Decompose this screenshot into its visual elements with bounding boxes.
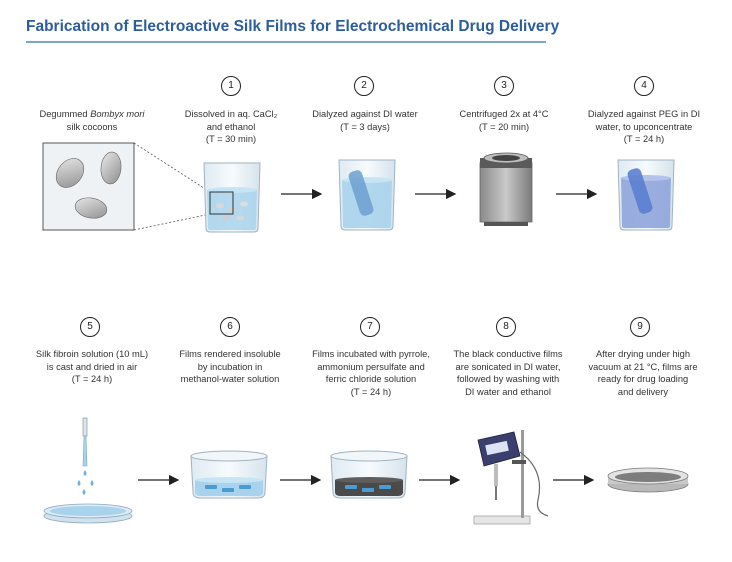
step-number-9: 9: [630, 317, 650, 337]
cocoon-inset: [42, 142, 211, 231]
caption-step-3: Centrifuged 2x at 4°C(T = 20 min): [459, 109, 549, 132]
diagram-title: Fabrication of Electroactive Silk Films …: [26, 18, 560, 35]
step-number-2: 2: [354, 76, 374, 96]
caption-step-2: Dialyzed against DI water(T = 3 days): [312, 109, 418, 132]
title-underline: [26, 41, 546, 43]
caption-step-7: Films incubated with pyrrole,ammonium pe…: [312, 349, 430, 397]
dish-step-6: [190, 450, 268, 499]
step-number-8: 8: [496, 317, 516, 337]
sonicator-step-8: [473, 430, 549, 525]
centrifuge-step-3: [479, 152, 533, 226]
caption-cocoons: Degummed Bombyx mori silk cocoons: [39, 109, 145, 132]
caption-step-5: Silk fibroin solution (10 mL)is cast and…: [35, 349, 149, 385]
step-number-5: 5: [80, 317, 100, 337]
casting-step-5: [43, 417, 133, 524]
beaker-step-1: [203, 162, 261, 233]
step-number-1: 1: [221, 76, 241, 96]
beaker-step-4: [617, 159, 675, 231]
process-arrows: [138, 188, 598, 486]
step-number-3: 3: [494, 76, 514, 96]
dish-step-7: [330, 450, 408, 499]
step-number-6: 6: [220, 317, 240, 337]
petri-dish-step-9: [607, 467, 689, 493]
step-number-7: 7: [360, 317, 380, 337]
beaker-step-2: [338, 159, 396, 231]
step-number-4: 4: [634, 76, 654, 96]
